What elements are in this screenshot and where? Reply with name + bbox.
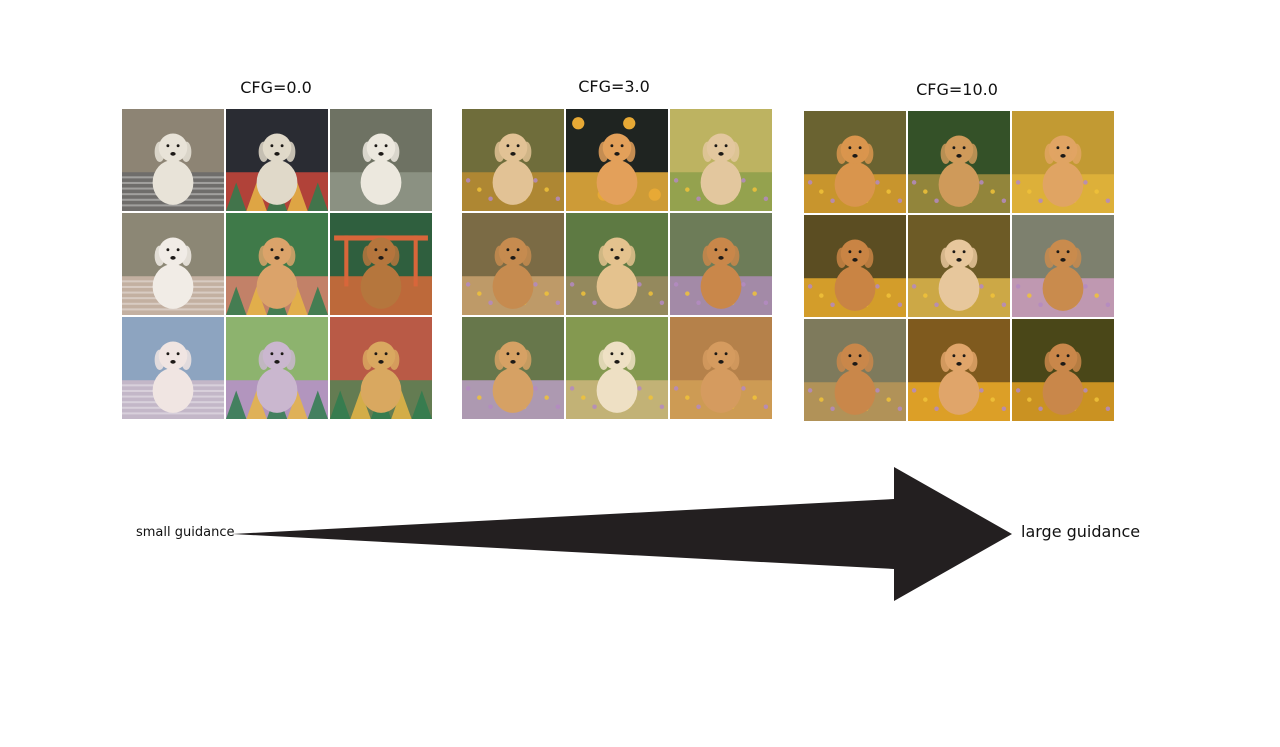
- dog-image-tile: [670, 317, 772, 419]
- dog-image-tile: [804, 319, 906, 421]
- dog-image-tile: [226, 213, 328, 315]
- dog-image: [462, 317, 564, 419]
- dog-image: [122, 109, 224, 211]
- dog-image-tile: [462, 213, 564, 315]
- image-grid-cfg-10: [804, 111, 1114, 421]
- dog-image-tile: [1012, 215, 1114, 317]
- image-grid-cfg-3: [462, 109, 772, 419]
- dog-image: [804, 319, 906, 421]
- dog-image-tile: [462, 317, 564, 419]
- dog-image-tile: [566, 317, 668, 419]
- panel-title-cfg-0: CFG=0.0: [240, 78, 312, 97]
- dog-image-tile: [908, 319, 1010, 421]
- large-guidance-label: large guidance: [1021, 522, 1141, 541]
- dog-image: [670, 109, 772, 211]
- dog-image-tile: [226, 317, 328, 419]
- image-grid-cfg-0: [122, 109, 432, 419]
- dog-image: [1012, 319, 1114, 421]
- dog-image-tile: [804, 111, 906, 213]
- dog-image: [122, 317, 224, 419]
- dog-image: [1012, 111, 1114, 213]
- arrow-shape: [232, 467, 1012, 601]
- dog-image-tile: [122, 317, 224, 419]
- dog-image: [1012, 215, 1114, 317]
- panel-title-cfg-3: CFG=3.0: [578, 77, 650, 96]
- dog-image-tile: [226, 109, 328, 211]
- dog-image-tile: [670, 213, 772, 315]
- dog-image-tile: [670, 109, 772, 211]
- dog-image-tile: [330, 109, 432, 211]
- dog-image-tile: [330, 213, 432, 315]
- dog-image-tile: [330, 317, 432, 419]
- dog-image: [908, 111, 1010, 213]
- dog-image: [908, 215, 1010, 317]
- dog-image: [330, 109, 432, 211]
- dog-image: [122, 213, 224, 315]
- dog-image: [226, 317, 328, 419]
- dog-image-tile: [804, 215, 906, 317]
- dog-image-tile: [1012, 111, 1114, 213]
- dog-image-tile: [566, 213, 668, 315]
- dog-image: [462, 213, 564, 315]
- small-guidance-label: small guidance: [136, 525, 235, 540]
- dog-image: [226, 213, 328, 315]
- dog-image: [566, 109, 668, 211]
- dog-image: [330, 213, 432, 315]
- dog-image: [670, 317, 772, 419]
- dog-image: [804, 215, 906, 317]
- dog-image: [804, 111, 906, 213]
- dog-image-tile: [122, 213, 224, 315]
- dog-image-tile: [566, 109, 668, 211]
- dog-image: [566, 213, 668, 315]
- dog-image: [226, 109, 328, 211]
- panel-title-cfg-10: CFG=10.0: [916, 80, 998, 99]
- dog-image: [908, 319, 1010, 421]
- dog-image: [670, 213, 772, 315]
- dog-image-tile: [1012, 319, 1114, 421]
- dog-image: [330, 317, 432, 419]
- dog-image: [462, 109, 564, 211]
- dog-image-tile: [462, 109, 564, 211]
- dog-image-tile: [122, 109, 224, 211]
- dog-image-tile: [908, 111, 1010, 213]
- dog-image-tile: [908, 215, 1010, 317]
- dog-image: [566, 317, 668, 419]
